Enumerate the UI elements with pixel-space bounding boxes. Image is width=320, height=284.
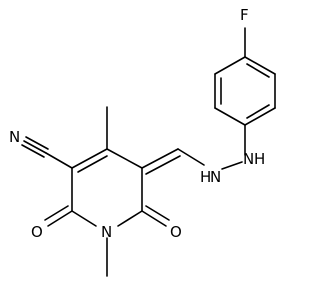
phenyl-double-3 [246, 104, 270, 119]
bond-c5-ch [141, 148, 179, 169]
bond-n-n [221, 161, 243, 170]
bond-c6-o-right-double [145, 205, 170, 221]
bond-c2-o-left-double [44, 205, 69, 221]
bond-cn-triple-3 [21, 144, 45, 158]
hydrazone-n2-label: N [243, 150, 254, 168]
bond-c4-c5 [106, 148, 143, 169]
bond-c3-c4 [71, 148, 108, 169]
hydrazone-n1-label: N [210, 168, 221, 186]
fluorine-label: F [240, 6, 249, 24]
hydrazone-h1-label: H [200, 168, 211, 186]
molecule-diagram: N O O N H N N H F [9, 6, 276, 277]
phenyl-bond-3 [214, 56, 246, 75]
carbonyl-o-right-label: O [170, 223, 182, 241]
bond-cn-triple-1 [23, 140, 47, 154]
bond-c2-o-left [47, 210, 73, 227]
bond-ch-n [177, 148, 205, 166]
carbonyl-o-left-label: O [31, 223, 43, 241]
bond-c6-o-right [141, 210, 167, 227]
bond-c5-ch-double [145, 155, 181, 175]
hydrazone-h2-label: H [254, 150, 265, 168]
bond-cn-triple-2 [25, 136, 49, 150]
bond-c3-c4-inner [77, 155, 108, 173]
phenyl-bond-4 [244, 56, 276, 75]
bond-n1-c2 [71, 210, 97, 227]
phenyl-double-2 [246, 63, 270, 78]
phenyl-bond-6 [244, 107, 276, 126]
bond-c6-n1 [117, 210, 143, 227]
nitrile-n-label: N [9, 128, 20, 146]
ring-n-label: N [101, 223, 112, 241]
phenyl-bond-1 [214, 107, 246, 126]
structure-canvas: N O O N H N N H F [9, 6, 276, 277]
bond-c3-cn [45, 152, 73, 169]
